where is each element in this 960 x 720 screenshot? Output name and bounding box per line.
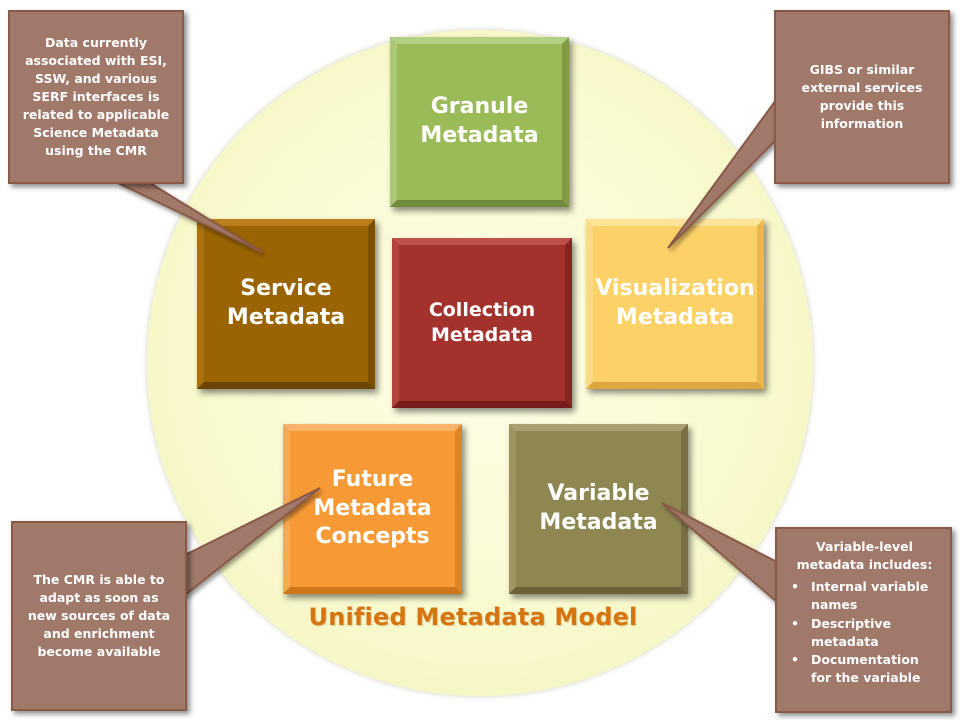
variable-note-item: Documentation for the variable (785, 651, 944, 687)
future-callout-pointer (184, 487, 321, 598)
collection-metadata-box: Collection Metadata (392, 238, 572, 408)
variable-note-callout: Variable-level metadata includes: Intern… (775, 527, 952, 713)
visualization-metadata-box: Visualization Metadata (586, 219, 764, 389)
service-callout-pointer (117, 182, 263, 253)
future-note-text: The CMR is able to adapt as soon as new … (27, 571, 171, 660)
service-metadata-label: Service Metadata (226, 276, 346, 330)
variable-callout-pointer (661, 502, 778, 605)
visualization-note-text: GIBS or similar external services provid… (801, 61, 923, 132)
variable-note-item: Descriptive metadata (785, 615, 944, 651)
future-metadata-label: Future Metadata Concepts (313, 467, 432, 550)
variable-metadata-label: Variable Metadata (539, 481, 658, 535)
variable-metadata-box: Variable Metadata (509, 424, 688, 594)
visualization-callout-pointer (667, 96, 777, 249)
visualization-metadata-label: Visualization Metadata (595, 276, 755, 330)
service-note-text: Data currently associated with ESI, SSW,… (22, 34, 170, 159)
service-note-callout: Data currently associated with ESI, SSW,… (8, 10, 184, 184)
variable-note-list: Internal variable names Descriptive meta… (785, 578, 944, 687)
variable-note-heading: Variable-level metadata includes: (796, 539, 933, 573)
diagram-title: Unified Metadata Model (308, 603, 638, 631)
granule-metadata-box: Granule Metadata (390, 37, 569, 207)
service-metadata-box: Service Metadata (197, 219, 375, 389)
collection-metadata-label: Collection Metadata (428, 299, 536, 346)
variable-note-item: Internal variable names (785, 578, 944, 614)
visualization-note-callout: GIBS or similar external services provid… (774, 10, 950, 184)
future-note-callout: The CMR is able to adapt as soon as new … (11, 521, 187, 711)
granule-metadata-label: Granule Metadata (420, 94, 539, 148)
